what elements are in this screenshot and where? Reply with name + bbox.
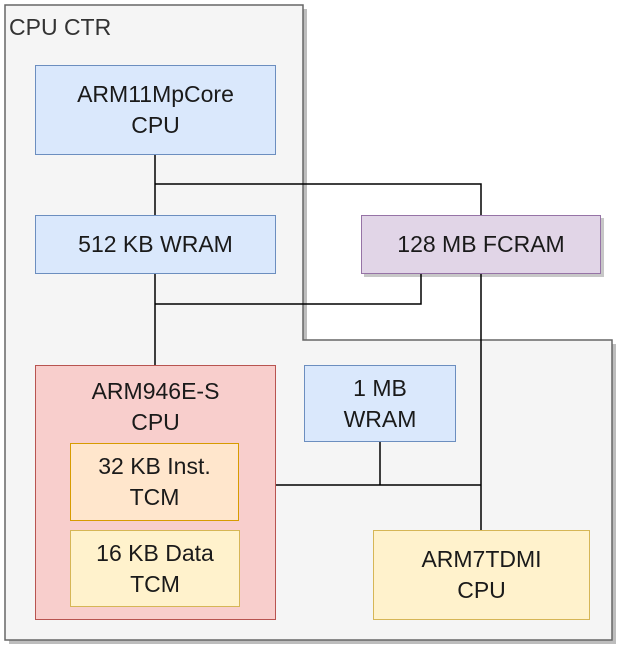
node-label-line1: 128 MB FCRAM: [397, 231, 565, 257]
arm11mpcore-cpu-node[interactable]: ARM11MpCore CPU: [35, 65, 276, 155]
container-title: CPU CTR: [9, 14, 112, 40]
node-label-line1: 512 KB WRAM: [78, 231, 233, 257]
node-label-line2: TCM: [130, 570, 180, 597]
fcram-128mb-node[interactable]: 128 MB FCRAM: [361, 215, 601, 274]
edge-arm11-to-arm7: [155, 183, 482, 215]
node-label-line1: 16 KB Data: [96, 539, 214, 566]
node-label-line2: TCM: [129, 484, 180, 510]
wram-1mb-node[interactable]: 1 MB WRAM: [304, 365, 456, 442]
node-label-line1: ARM946E-S: [91, 378, 220, 404]
node-label-line1: ARM7TDMI: [421, 546, 542, 572]
node-label-line2: WRAM: [343, 405, 417, 432]
node-label-line2: CPU: [131, 409, 180, 435]
data-tcm-16kb-node[interactable]: 16 KB Data TCM: [70, 530, 240, 607]
wram-512kb-node[interactable]: 512 KB WRAM: [35, 215, 276, 274]
inst-tcm-32kb-node[interactable]: 32 KB Inst. TCM: [70, 443, 239, 521]
node-label-line1: 32 KB Inst.: [98, 453, 211, 479]
edge-fcram-to-arm9: [155, 274, 422, 305]
arm7tdmi-cpu-node[interactable]: ARM7TDMI CPU: [373, 530, 590, 620]
node-label-line2: CPU: [457, 577, 506, 603]
node-label-line1: ARM11MpCore: [77, 81, 234, 107]
node-label-line1: 1 MB: [353, 374, 407, 401]
node-label-line2: CPU: [131, 112, 180, 138]
